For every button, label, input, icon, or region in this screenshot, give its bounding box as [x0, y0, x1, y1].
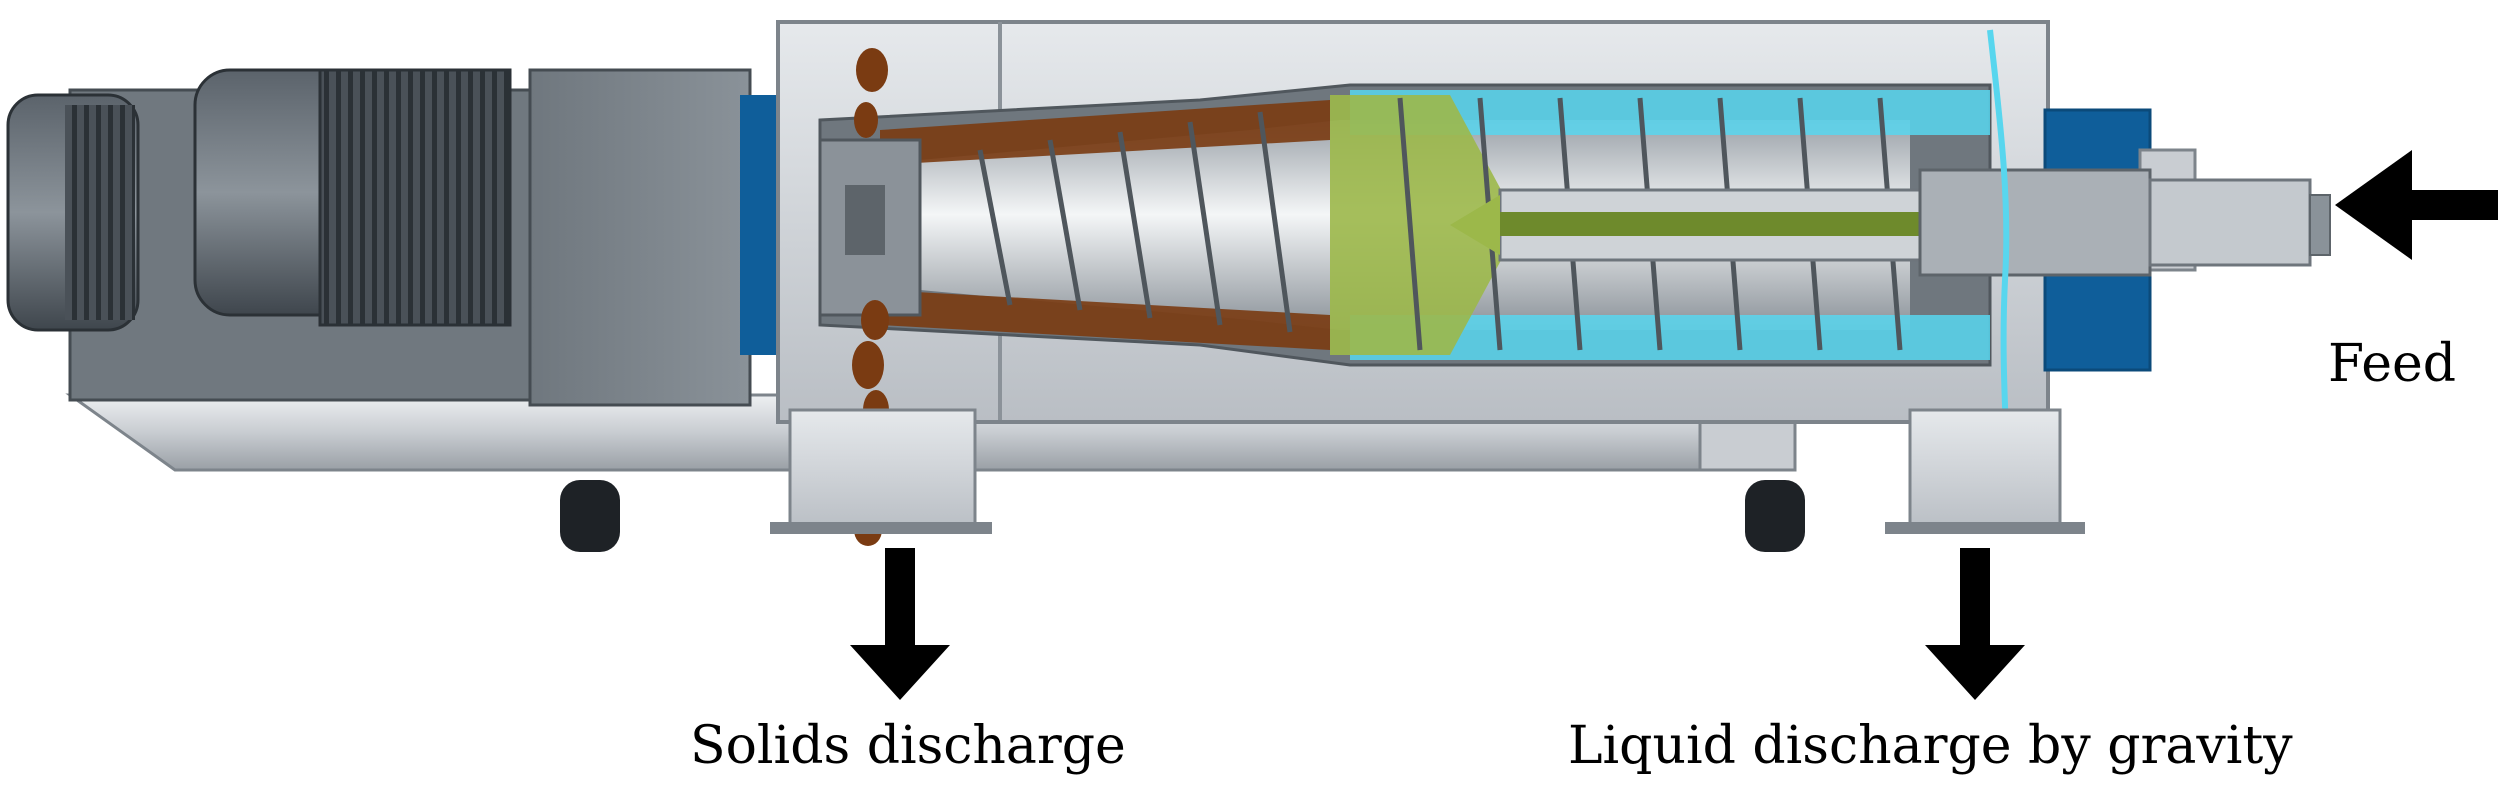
feed-arrow	[2335, 150, 2498, 260]
feed-label: Feed	[2328, 338, 2456, 390]
solids-discharge-arrow	[850, 548, 950, 700]
solids-chute	[770, 410, 992, 534]
drive-motor	[8, 70, 780, 405]
liquid-discharge-label: Liquid discharge by gravity	[1568, 720, 2293, 772]
support-feet	[560, 480, 1805, 552]
solids-discharge-label: Solids discharge	[690, 720, 1126, 772]
liquid-chute	[1885, 410, 2085, 534]
liquid-discharge-arrow	[1925, 548, 2025, 700]
